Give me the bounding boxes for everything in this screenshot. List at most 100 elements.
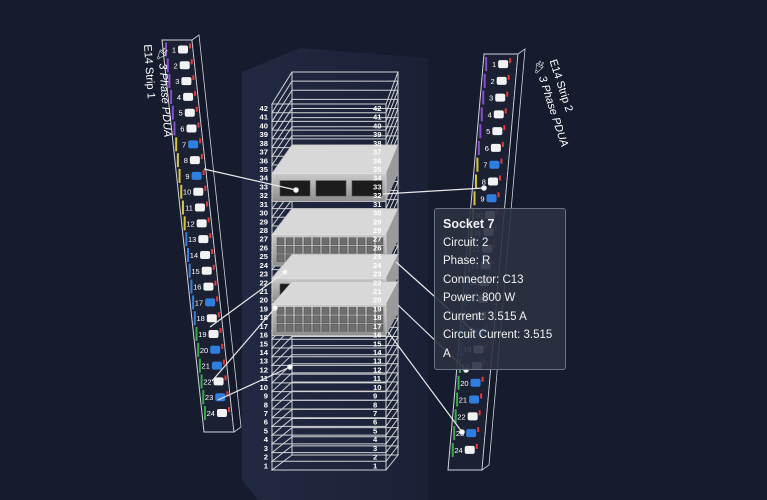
phase-bar: [171, 105, 174, 120]
socket[interactable]: [210, 345, 221, 354]
socket-indicator: [216, 296, 219, 302]
socket-number: 4: [177, 93, 181, 102]
socket-tooltip: Socket 7 Circuit: 2 Phase: R Connector: …: [434, 208, 566, 370]
socket[interactable]: [203, 282, 214, 291]
drive-slot: [321, 245, 330, 254]
socket-number: 22: [203, 377, 211, 386]
socket[interactable]: [469, 395, 480, 404]
drive-slot: [294, 245, 303, 254]
socket[interactable]: [490, 143, 501, 152]
power-connection: [217, 366, 291, 401]
u-label: 40: [373, 121, 381, 130]
drive-slot: [285, 237, 294, 245]
socket[interactable]: [211, 361, 222, 370]
socket[interactable]: [179, 61, 190, 70]
power-connection: [211, 307, 276, 382]
phase-bar: [451, 442, 454, 457]
socket[interactable]: [215, 393, 226, 402]
u-label: 18: [260, 313, 268, 322]
socket-indicator: [481, 376, 484, 382]
strip-side: [191, 34, 242, 433]
phase-bar: [453, 426, 456, 441]
socket[interactable]: [200, 250, 211, 259]
socket[interactable]: [196, 219, 207, 228]
socket-indicator: [199, 138, 202, 144]
socket-indicator: [217, 312, 220, 318]
drive-slot: [276, 237, 285, 245]
socket[interactable]: [498, 60, 509, 69]
socket[interactable]: [186, 124, 197, 133]
tooltip-phase: Phase: R: [443, 255, 491, 267]
u-labels-left: 4241403938373635343332313029282726252423…: [260, 104, 269, 470]
socket[interactable]: [213, 377, 224, 386]
socket[interactable]: [489, 160, 500, 169]
phase-bar: [178, 168, 181, 183]
u-label: 13: [373, 357, 381, 366]
u-label: 5: [264, 426, 269, 435]
socket[interactable]: [178, 45, 189, 54]
socket[interactable]: [183, 92, 194, 101]
u-labels-right: 4241403938373635343332313029282726252423…: [373, 104, 382, 470]
drive-slot: [357, 315, 366, 324]
phase-bar: [479, 124, 482, 139]
drive-slot: [276, 324, 285, 332]
tooltip-title: Socket 7: [443, 217, 495, 231]
socket[interactable]: [198, 235, 209, 244]
socket[interactable]: [493, 110, 504, 119]
u-label: 39: [260, 130, 268, 139]
socket[interactable]: [205, 298, 216, 307]
u-label: 28: [260, 226, 268, 235]
socket[interactable]: [492, 127, 503, 136]
drive-slot: [357, 307, 366, 315]
socket-number: 8: [482, 177, 486, 186]
drive-slot: [276, 254, 285, 262]
phase-bar: [477, 140, 480, 155]
socket-number: 9: [480, 194, 484, 203]
socket[interactable]: [466, 429, 477, 438]
socket[interactable]: [191, 171, 202, 180]
phase-bar: [193, 311, 196, 326]
drive-slot: [285, 245, 294, 254]
socket[interactable]: [496, 76, 507, 85]
socket[interactable]: [181, 77, 192, 86]
socket[interactable]: [216, 409, 227, 418]
socket-number: 18: [196, 314, 204, 323]
phase-bar: [166, 58, 169, 73]
socket-number: 12: [186, 219, 194, 228]
drive-slot: [303, 245, 312, 254]
socket[interactable]: [470, 378, 481, 387]
socket[interactable]: [208, 330, 219, 338]
drive-slot: [276, 307, 285, 315]
socket[interactable]: [194, 203, 205, 212]
socket[interactable]: [189, 156, 200, 165]
tooltip-connector: Connector: C13: [443, 273, 524, 286]
socket[interactable]: [467, 412, 478, 421]
power-connection: [387, 331, 463, 433]
phase-bar: [165, 42, 168, 57]
plug-icon: 🔌︎: [155, 46, 168, 61]
socket[interactable]: [188, 140, 199, 149]
drive-slot: [366, 324, 375, 332]
socket-number: 19: [198, 330, 206, 339]
u-label: 26: [260, 243, 268, 252]
u-label: 9: [373, 392, 377, 401]
socket-number: 6: [485, 144, 489, 153]
socket[interactable]: [201, 266, 212, 275]
u-label: 17: [373, 322, 381, 331]
socket[interactable]: [184, 108, 195, 117]
socket[interactable]: [206, 314, 217, 323]
u-label: 15: [260, 339, 269, 348]
socket[interactable]: [495, 93, 506, 102]
socket[interactable]: [487, 177, 498, 186]
socket[interactable]: [193, 187, 204, 196]
socket-number: 6: [180, 125, 184, 134]
u-label: 14: [260, 348, 269, 357]
u-label: 14: [373, 348, 382, 357]
drive-slot: [294, 324, 303, 332]
socket[interactable]: [486, 194, 497, 203]
u-label: 21: [373, 287, 382, 296]
drive-slot: [321, 324, 330, 332]
socket[interactable]: [464, 445, 475, 454]
